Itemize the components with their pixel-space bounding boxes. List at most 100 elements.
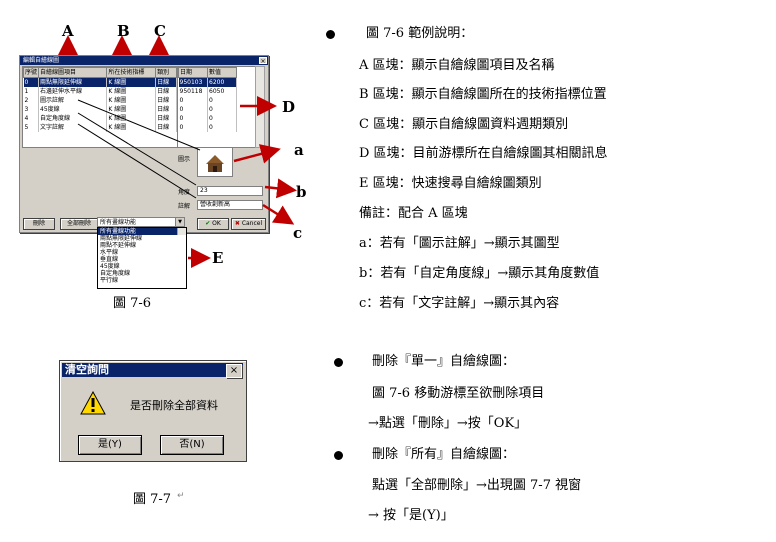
bullet: [326, 30, 335, 39]
filter-select[interactable]: 所有畫線功能 ▼: [97, 217, 185, 227]
row-indicator: K 線圖: [106, 114, 157, 123]
row-category: 日線: [155, 77, 177, 87]
delete-all-heading: 刪除『所有』自繪線圖：: [372, 447, 516, 462]
angle-label: 角度: [178, 189, 191, 196]
row-item: 45度線: [38, 105, 108, 114]
letter-C: C: [154, 22, 166, 40]
info-date: 0: [178, 96, 208, 105]
dialog-title: 編輯自繪線圖: [20, 56, 268, 65]
filter-option[interactable]: 平行線: [100, 277, 119, 284]
letter-a: a: [294, 141, 304, 159]
row-no: 1: [23, 87, 40, 96]
angle-field[interactable]: 23: [197, 186, 263, 196]
cancel-label: Cancel: [241, 220, 263, 227]
row-category: 日線: [155, 96, 177, 105]
drawing-list-grid[interactable]: 序號 自繪線圖項目 所在技術指標 類別 0 兩點無限延伸線 K 線圖 日線 1 …: [22, 66, 178, 148]
info-value: 6200: [207, 77, 237, 87]
row-item: 右邊延伸水平線: [38, 87, 108, 96]
info-value: 0: [207, 123, 237, 132]
info-date: 0: [178, 114, 208, 123]
explain-line: A 區塊：顯示自繪線圖項目及名稱: [359, 58, 555, 73]
explain-heading: 圖 7-6 範例說明：: [366, 26, 474, 41]
row-no: 2: [23, 96, 40, 105]
filter-option[interactable]: 兩點無限延伸線: [100, 235, 143, 242]
info-row[interactable]: 950118 6050: [178, 87, 237, 96]
row-item: 自定角度線: [38, 114, 108, 123]
chevron-down-icon[interactable]: ▼: [175, 218, 184, 226]
letter-c: c: [293, 224, 303, 242]
letter-A: A: [62, 22, 74, 40]
info-date: 0: [178, 105, 208, 114]
row-category: 日線: [155, 123, 177, 132]
table-row[interactable]: 0 兩點無限延伸線 K 線圖 日線: [23, 77, 177, 87]
cancel-button[interactable]: ✖ Cancel: [231, 218, 266, 230]
explain-line: E 區塊：快速搜尋自繪線圖類別: [359, 176, 542, 191]
row-no: 5: [23, 123, 40, 132]
info-header-row: 日期 數值: [178, 67, 237, 78]
dropdown-scrollbar[interactable]: [177, 228, 186, 235]
icon-preview: [197, 147, 233, 177]
clear-confirm-dialog: 清空詢問 × 是否刪除全部資料 是(Y) 否(N): [59, 360, 247, 462]
row-item: 圖示註解: [38, 96, 108, 105]
table-row[interactable]: 5 文字註解 K 線圖 日線: [23, 123, 177, 132]
arrow-a-lower: [233, 144, 281, 164]
filter-option[interactable]: 水平線: [100, 249, 119, 256]
yes-button[interactable]: 是(Y): [78, 435, 142, 455]
table-row[interactable]: 1 右邊延伸水平線 K 線圖 日線: [23, 87, 177, 96]
hut-icon: [206, 155, 224, 172]
row-indicator: K 線圖: [106, 123, 157, 132]
info-row[interactable]: 0 0: [178, 123, 237, 132]
table-row[interactable]: 4 自定角度線 K 線圖 日線: [23, 114, 177, 123]
filter-option[interactable]: 兩點不延伸線: [100, 242, 137, 249]
explain-line: 備註：配合 A 區塊: [359, 206, 468, 221]
letter-b: b: [296, 183, 307, 201]
delete-single-heading: 刪除『單一』自繪線圖：: [372, 354, 516, 369]
info-date: 950118: [178, 87, 208, 96]
confirm-message: 是否刪除全部資料: [130, 399, 218, 412]
info-row[interactable]: 950103 6200: [178, 77, 237, 87]
explain-line: b：若有「自定角度線」→顯示其角度數值: [359, 266, 600, 281]
table-row[interactable]: 2 圖示註解 K 線圖 日線: [23, 96, 177, 105]
info-value: 0: [207, 105, 237, 114]
delete-button[interactable]: 刪除: [23, 218, 55, 230]
info-row[interactable]: 0 0: [178, 96, 237, 105]
close-icon[interactable]: ×: [226, 364, 242, 378]
no-button[interactable]: 否(N): [160, 435, 224, 455]
row-category: 日線: [155, 105, 177, 114]
row-indicator: K 線圖: [106, 77, 157, 87]
col-header-item: 自繪線圖項目: [38, 67, 108, 78]
row-indicator: K 線圖: [106, 96, 157, 105]
filter-option[interactable]: 垂直線: [100, 256, 119, 263]
note-label: 註解: [178, 203, 191, 210]
arrow-b-lower: [264, 178, 297, 199]
info-row[interactable]: 0 0: [178, 114, 237, 123]
delete-all-button[interactable]: 全部刪除: [60, 218, 98, 230]
filter-option[interactable]: 45度線: [100, 263, 120, 270]
explain-line: c：若有「文字註解」→顯示其內容: [359, 296, 560, 311]
row-indicator: K 線圖: [106, 105, 157, 114]
delete-all-line: 點選「全部刪除」→出現圖 7-7 視窗: [372, 478, 582, 493]
filter-selected-value: 所有畫線功能: [100, 219, 137, 226]
filter-option[interactable]: 自定角度線: [100, 270, 131, 277]
filter-option[interactable]: 所有畫線功能: [98, 228, 186, 235]
info-date: 950103: [178, 77, 208, 87]
grid-header-row: 序號 自繪線圖項目 所在技術指標 類別: [22, 67, 177, 78]
col-header-category: 類別: [155, 67, 177, 78]
dialog-title: 清空詢問: [62, 363, 243, 377]
note-field[interactable]: 營收創新高: [197, 200, 263, 210]
table-row[interactable]: 3 45度線 K 線圖 日線: [23, 105, 177, 114]
bullet: [334, 358, 343, 367]
ok-button[interactable]: ✔ OK: [197, 218, 229, 230]
delete-single-line: →點選「刪除」→按「OK」: [368, 416, 528, 431]
filter-dropdown-list[interactable]: 所有畫線功能 兩點無限延伸線 兩點不延伸線 水平線 垂直線 45度線 自定角度線…: [97, 227, 187, 289]
delete-single-line: 圖 7-6 移動游標至欲刪除項目: [372, 386, 545, 401]
arrow-c-lower: [262, 203, 295, 225]
delete-all-line: → 按「是(Y)」: [368, 508, 454, 523]
info-header-value: 數值: [207, 67, 237, 78]
point-info-grid[interactable]: 日期 數值 950103 6200 950118 6050 0 0 0 0 0 …: [177, 66, 256, 148]
figure-7-7-caption: 圖 7-7: [133, 492, 172, 507]
info-row[interactable]: 0 0: [178, 105, 237, 114]
close-icon[interactable]: ×: [259, 57, 267, 65]
info-value: 0: [207, 114, 237, 123]
figure-7-6-caption: 圖 7-6: [113, 296, 152, 311]
